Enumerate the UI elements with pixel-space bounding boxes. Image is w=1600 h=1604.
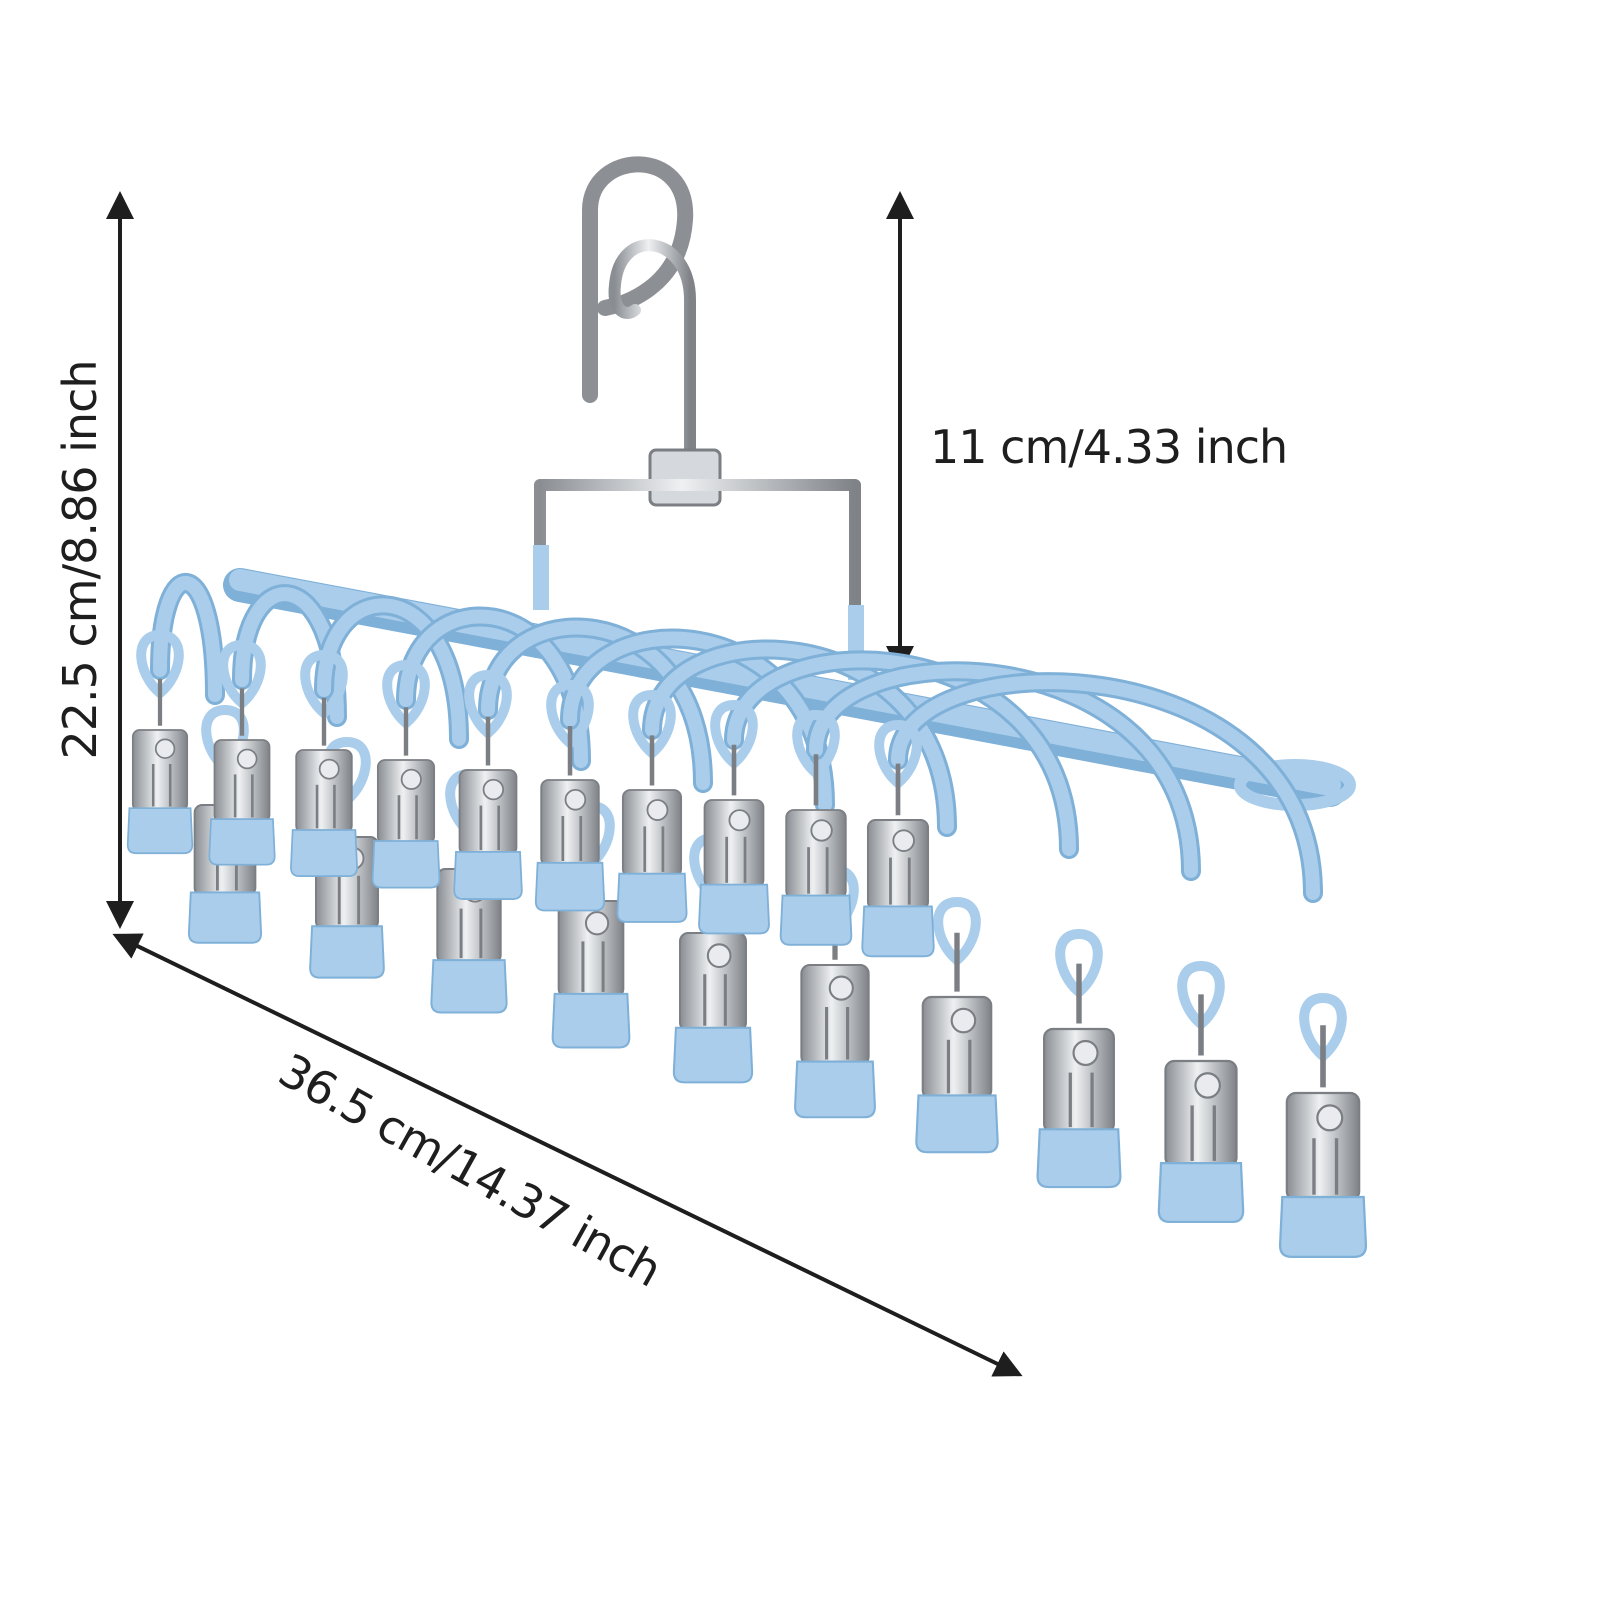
clothespin-clip [616,735,688,923]
height-dimension-label: 22.5 cm/8.86 inch [53,360,107,760]
clothespin-clip [290,697,358,878]
clothespin-clip [861,763,935,958]
clothespin-clip [794,902,876,1119]
clothespin-clip [779,754,853,946]
clothespin-clip [915,932,999,1154]
clothespin-clip [1157,994,1245,1224]
clothespin-clip [1036,963,1122,1189]
clothespin-clip [698,744,770,935]
width-dimension-line [112,933,1023,1377]
clothespin-clip [126,678,194,855]
clothespin-clip [208,688,276,866]
hanger-arches [136,573,1347,1063]
clothespin-clip [453,716,523,900]
clothespin-clip [371,707,441,889]
hanger-hook [533,156,864,680]
hook-dimension-label: 11 cm/4.33 inch [930,420,1288,474]
clothespin-clips [126,678,1368,1258]
clothespin-clip [672,871,754,1084]
clothespin-clip [551,840,631,1049]
clothespin-clip [1278,1025,1368,1258]
clothespin-clip [534,725,606,912]
